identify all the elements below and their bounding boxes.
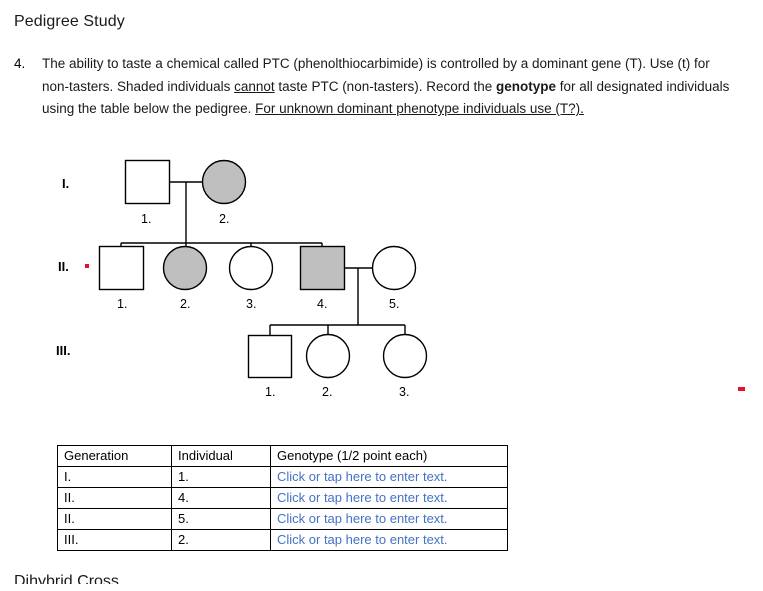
individual-label-I-2: 2.	[219, 212, 230, 226]
red-margin-mark-icon	[738, 387, 745, 391]
question-block: 4. The ability to taste a chemical calle…	[14, 53, 740, 121]
pedigree-individual-II-2[interactable]	[162, 245, 208, 291]
table-row: I. 1. Click or tap here to enter text.	[57, 466, 508, 488]
cell-individual: 4.	[171, 487, 271, 509]
pedigree-individual-III-3[interactable]	[382, 333, 428, 379]
genotype-table: Generation Individual Genotype (1/2 poin…	[57, 445, 508, 551]
question-text: The ability to taste a chemical called P…	[42, 53, 740, 121]
question-text-part-3: for all designated individuals using the…	[42, 78, 730, 117]
table-header-individual: Individual	[171, 445, 271, 467]
pedigree-individual-III-2[interactable]	[305, 333, 351, 379]
cell-individual: 1.	[171, 466, 271, 488]
pedigree-individual-III-1[interactable]	[247, 334, 293, 379]
generation-label-III: III.	[56, 343, 71, 358]
cell-generation: I.	[57, 466, 172, 488]
question-text-part-1: The ability to taste a chemical called P…	[42, 56, 710, 94]
individual-label-I-1: 1.	[141, 212, 152, 226]
genotype-input-field[interactable]: Click or tap here to enter text.	[270, 466, 508, 488]
pedigree-individual-II-1[interactable]	[98, 245, 145, 291]
individual-label-III-2: 2.	[322, 385, 333, 399]
genotype-input-field[interactable]: Click or tap here to enter text.	[270, 487, 508, 509]
individual-label-III-3: 3.	[399, 385, 410, 399]
cell-generation: III.	[57, 529, 172, 551]
individual-label-II-3: 3.	[246, 297, 257, 311]
individual-label-II-1: 1.	[117, 297, 128, 311]
pedigree-individual-I-2[interactable]	[201, 159, 247, 205]
question-emphasis-unknown-dominant: For unknown dominant phenotype individua…	[255, 101, 584, 116]
pedigree-individual-II-4[interactable]	[299, 245, 346, 291]
page-title: Pedigree Study	[14, 13, 125, 30]
pedigree-individual-I-1[interactable]	[124, 159, 171, 205]
individual-label-II-5: 5.	[389, 297, 400, 311]
pedigree-individual-II-3[interactable]	[228, 245, 274, 291]
table-header-genotype: Genotype (1/2 point each)	[270, 445, 508, 467]
question-text-part-2: taste PTC (non-tasters). Record the	[274, 78, 497, 94]
cell-generation: II.	[57, 508, 172, 530]
cell-individual: 2.	[171, 529, 271, 551]
table-row: II. 5. Click or tap here to enter text.	[57, 508, 508, 530]
table-row: II. 4. Click or tap here to enter text.	[57, 487, 508, 509]
cell-generation: II.	[57, 487, 172, 509]
individual-label-II-4: 4.	[317, 297, 328, 311]
question-emphasis-genotype: genotype	[496, 78, 557, 94]
table-header-generation: Generation	[57, 445, 172, 467]
pedigree-individual-II-5[interactable]	[371, 245, 417, 291]
individual-label-III-1: 1.	[265, 385, 276, 399]
genotype-input-field[interactable]: Click or tap here to enter text.	[270, 508, 508, 530]
table-row: III. 2. Click or tap here to enter text.	[57, 529, 508, 551]
question-emphasis-cannot: cannot	[234, 78, 275, 94]
genotype-input-field[interactable]: Click or tap here to enter text.	[270, 529, 508, 551]
individual-label-II-2: 2.	[180, 297, 191, 311]
red-annotation-dot-icon	[85, 264, 89, 268]
generation-label-I: I.	[62, 176, 70, 191]
cell-individual: 5.	[171, 508, 271, 530]
table-header-row: Generation Individual Genotype (1/2 poin…	[57, 445, 508, 467]
generation-label-II: II.	[58, 259, 69, 274]
question-number: 4.	[14, 56, 26, 71]
footer-partial-heading: Dihybrid Cross	[14, 573, 119, 584]
